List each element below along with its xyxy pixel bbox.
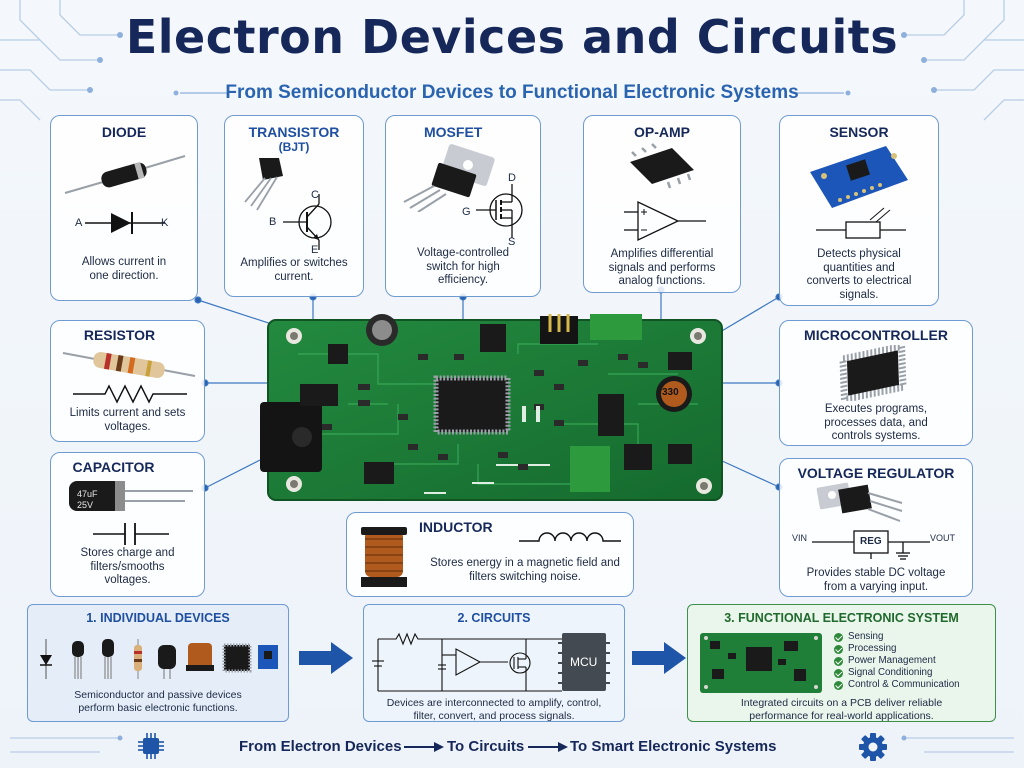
mosfet-pin-d: D — [508, 172, 516, 184]
mosfet-pin-s: S — [508, 236, 516, 248]
stage1-title: 1. INDIVIDUAL DEVICES — [86, 611, 230, 625]
stage2-title: 2. CIRCUITS — [457, 611, 531, 625]
sensor-card: SENSOR Detects physical quantities and c… — [779, 115, 939, 306]
footer-step-devices: From Electron Devices — [239, 738, 402, 755]
sensor-module-icon — [810, 146, 908, 208]
diode-title: DIODE — [101, 124, 147, 140]
voltage-regulator-description: Provides stable DC voltage from a varyin… — [806, 567, 946, 593]
voltage-regulator-card: VOLTAGE REGULATOR VIN REG VOUT Provides … — [779, 458, 973, 597]
diode-description: Allows current in one direction. — [81, 256, 167, 282]
opamp-description: Amplifies differential signals and perfo… — [608, 248, 716, 287]
inductor-title: INDUCTOR — [419, 519, 493, 535]
transistor-description: Amplifies or switches current. — [240, 257, 348, 283]
gear-icon — [859, 733, 887, 761]
arrow-right-icon — [528, 742, 568, 752]
check-icon — [834, 668, 843, 678]
resistor-card: RESISTOR Limits current and sets voltage… — [50, 320, 205, 442]
stage2-description: Devices are interconnected to amplify, c… — [386, 697, 602, 722]
arrow-right-icon — [299, 642, 353, 674]
regulator-symbol-icon — [812, 530, 930, 560]
capacitor-title: CAPACITOR — [72, 459, 155, 475]
mosfet-description: Voltage-controlled switch for high effic… — [416, 247, 510, 286]
transistor-card: TRANSISTOR (BJT) B C E Amplifies or swit… — [224, 115, 364, 297]
system-features-list: Sensing Processing Power Management Sign… — [834, 631, 960, 691]
capacitor-icon — [69, 481, 193, 511]
microcontroller-description: Executes programs, processes data, and c… — [824, 403, 928, 442]
feature-item: Control & Communication — [834, 679, 960, 691]
check-icon — [834, 680, 843, 690]
inductor-icon — [361, 527, 407, 587]
mosfet-pin-g: G — [462, 206, 471, 218]
transistor-pin-b: B — [269, 216, 277, 228]
regulator-reg-label: REG — [860, 536, 882, 547]
transistor-pin-c: C — [311, 189, 319, 201]
sensor-description: Detects physical quantities and converts… — [806, 248, 912, 301]
capacitor-voltage-label: 25V — [77, 500, 94, 510]
footer-step-systems: To Smart Electronic Systems — [570, 738, 777, 755]
transistor-pin-e: E — [311, 244, 319, 256]
page-subtitle: From Semiconductor Devices to Functional… — [225, 82, 799, 103]
capacitor-card: CAPACITOR 47uF 25V Stores charge and fil… — [50, 452, 205, 597]
mosfet-card: MOSFET D G S Voltage-controlled switch f… — [385, 115, 541, 297]
opamp-symbol-icon — [624, 200, 706, 242]
arrow-right-icon — [632, 642, 686, 674]
capacitor-description: Stores charge and filters/smooths voltag… — [80, 547, 175, 586]
microcontroller-card: MICROCONTROLLER Executes programs, proce… — [779, 320, 973, 446]
stage-individual-devices: 1. INDIVIDUAL DEVICES Semiconductor and … — [27, 604, 289, 722]
arrow-right-icon — [404, 742, 444, 752]
device-lineup-icon — [40, 639, 278, 679]
npn-symbol-icon — [283, 194, 332, 250]
microcontroller-chip-icon — [839, 345, 907, 401]
circuit-mcu-label: MCU — [570, 655, 598, 669]
regulator-vin-label: VIN — [792, 533, 808, 543]
diode-pin-a: A — [75, 217, 83, 229]
stage-circuits: 2. CIRCUITS MCU Devices are interconnect… — [363, 604, 625, 722]
stage3-description: Integrated circuits on a PCB deliver rel… — [740, 697, 943, 722]
inductor-card: INDUCTOR Stores energy in a magnetic fie… — [346, 512, 634, 597]
pcb-inductor-marking: 330 — [662, 387, 679, 398]
voltage-regulator-title: VOLTAGE REGULATOR — [797, 465, 955, 481]
resistor-title: RESISTOR — [83, 327, 156, 343]
stage1-description: Semiconductor and passive devices perfor… — [74, 689, 242, 714]
feature-item: Signal Conditioning — [834, 667, 960, 679]
page-title: Electron Devices and Circuits — [125, 10, 899, 64]
feature-item: Sensing — [834, 631, 960, 643]
transistor-title: TRANSISTOR (BJT) — [248, 124, 340, 154]
system-pcb-icon — [700, 633, 822, 693]
microcontroller-title: MICROCONTROLLER — [804, 327, 948, 343]
stage-functional-system: 3. FUNCTIONAL ELECTRONIC SYSTEM Sensing … — [687, 604, 996, 722]
inductor-symbol-icon — [519, 532, 621, 542]
opamp-chip-icon — [630, 143, 694, 189]
opamp-card: OP-AMP Amplifies differential signals an… — [583, 115, 741, 293]
regulator-vout-label: VOUT — [930, 533, 956, 543]
check-icon — [834, 656, 843, 666]
mosfet-symbol-icon — [476, 184, 523, 238]
feature-item: Processing — [834, 643, 960, 655]
pcb-board-illustration — [260, 314, 723, 501]
diode-card: DIODE A K Allows current in one directio… — [50, 115, 198, 301]
circuit-schematic-icon — [372, 632, 610, 692]
feature-item: Power Management — [834, 655, 960, 667]
diode-icon — [64, 155, 186, 194]
transistor-package-icon — [244, 158, 283, 211]
check-icon — [834, 644, 843, 654]
opamp-title: OP-AMP — [634, 124, 690, 140]
capacitor-symbol-icon — [93, 523, 169, 545]
mosfet-package-icon — [403, 144, 495, 212]
regulator-package-icon — [816, 482, 903, 522]
stage3-title: 3. FUNCTIONAL ELECTRONIC SYSTEM — [724, 611, 959, 625]
sensor-symbol-icon — [816, 207, 906, 239]
diode-pin-k: K — [161, 217, 169, 229]
resistor-description: Limits current and sets voltages. — [69, 407, 186, 433]
resistor-symbol-icon — [73, 384, 187, 404]
footer-step-circuits: To Circuits — [447, 738, 525, 755]
capacitor-value-label: 47uF — [77, 489, 98, 499]
sensor-title: SENSOR — [829, 124, 889, 140]
resistor-icon — [62, 351, 196, 379]
inductor-description: Stores energy in a magnetic field and fi… — [430, 557, 620, 583]
mosfet-title: MOSFET — [424, 124, 483, 140]
chip-icon — [138, 733, 164, 759]
check-icon — [834, 632, 843, 642]
diode-symbol-icon — [85, 212, 165, 234]
